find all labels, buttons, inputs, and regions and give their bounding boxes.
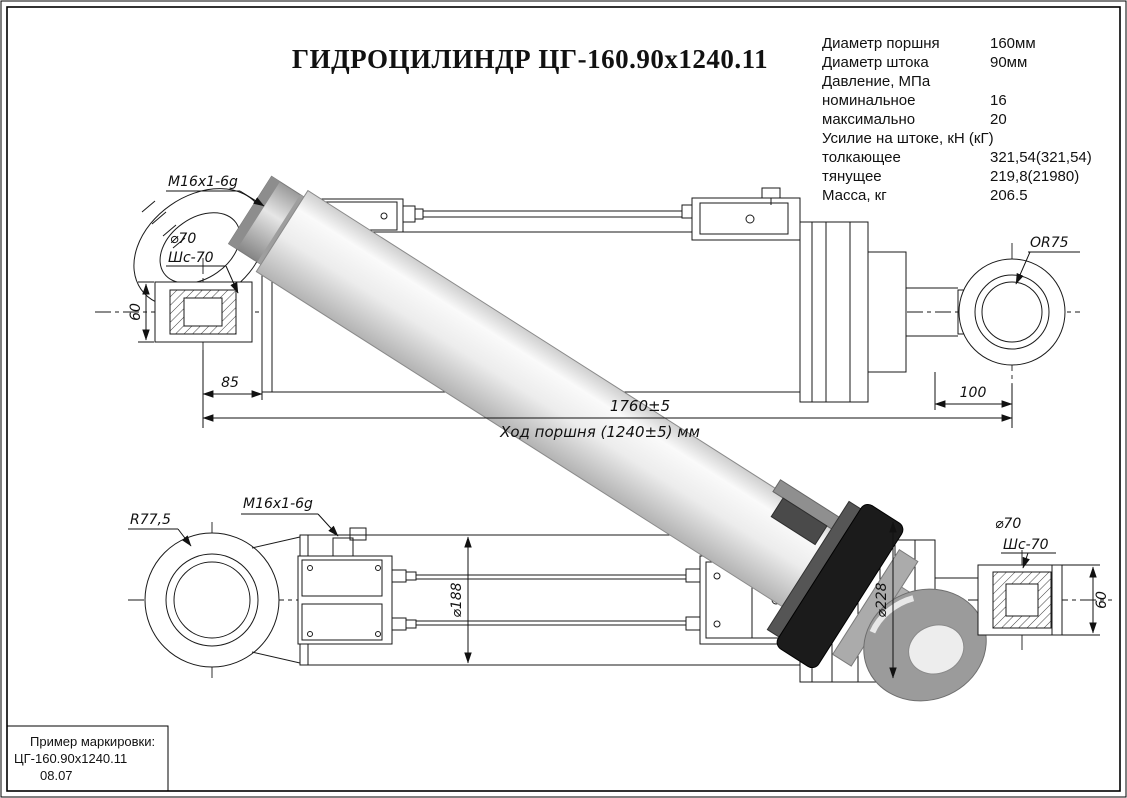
- marking-block: Пример маркировки: ЦГ-160.90х1240.11 08.…: [12, 733, 155, 784]
- head-flange-top: [799, 221, 869, 403]
- spec-row: Давление, МПа: [822, 72, 1082, 91]
- spec-label: Усилие на штоке, кН (кГ): [822, 130, 994, 147]
- spec-label: максимально: [822, 111, 916, 128]
- dim-shs70-bottom: Шс-70: [1003, 537, 1049, 553]
- spec-row: номинальное 16: [822, 91, 1082, 110]
- spec-label: толкающее: [822, 149, 901, 166]
- spec-value: [994, 129, 1082, 148]
- valve-block-left-bottom: [297, 555, 393, 645]
- spec-value: [990, 72, 1082, 91]
- dim-length-total: 1760±5: [610, 397, 670, 415]
- spec-table: Диаметр поршня 160мм Диаметр штока 90мм …: [822, 34, 1092, 205]
- spec-value: 160мм: [990, 35, 1036, 52]
- dim-thread-bottom: M16x1-6g: [243, 496, 313, 512]
- spec-value: 321,54(321,54): [990, 149, 1092, 166]
- rod-end-bottom: [977, 550, 1063, 650]
- spec-label: номинальное: [822, 92, 916, 109]
- dim-dia70-bottom: ⌀70: [995, 516, 1021, 532]
- spec-value: 90мм: [990, 54, 1028, 71]
- spec-label: Масса, кг: [822, 187, 887, 204]
- rear-eye-bottom: [144, 532, 280, 668]
- dim-60-bottom: 60: [1094, 591, 1110, 609]
- spec-label: тянущее: [822, 168, 882, 185]
- dim-85: 85: [221, 375, 239, 391]
- spec-value: 20: [990, 111, 1007, 128]
- dim-100: 100: [960, 385, 987, 401]
- dimensions: 60 ⌀70 Шс-70 M16x1-6g 85 100 1760±5 Ход …: [128, 174, 1110, 679]
- dim-r775: R77,5: [130, 512, 171, 528]
- dim-60-top: 60: [128, 303, 144, 321]
- marking-code: ЦГ-160.90х1240.11: [14, 751, 128, 766]
- spec-row: тянущее 219,8(21980): [822, 167, 1082, 186]
- spec-label: Давление, МПа: [822, 73, 931, 90]
- dim-dia188: ⌀188: [449, 582, 465, 617]
- spec-row: Масса, кг 206.5: [822, 186, 1082, 205]
- dim-r75: OR75: [1030, 235, 1069, 251]
- spec-row: Диаметр штока 90мм: [822, 53, 1082, 72]
- dim-dia70-top: ⌀70: [170, 231, 196, 247]
- dim-thread-top: M16x1-6g: [168, 174, 238, 190]
- spec-value: 16: [990, 92, 1007, 109]
- spec-row: Усилие на штоке, кН (кГ): [822, 129, 1082, 148]
- spec-label: Диаметр штока: [822, 54, 929, 71]
- spec-label: Диаметр поршня: [822, 35, 940, 52]
- render-flange: [776, 503, 904, 669]
- dim-shs70-top: Шс-70: [168, 250, 214, 266]
- marking-date: 08.07: [40, 768, 73, 783]
- drawing-title: ГИДРОЦИЛИНДР ЦГ-160.90х1240.11: [291, 44, 769, 74]
- spec-value: 206.5: [990, 187, 1028, 204]
- marking-caption: Пример маркировки:: [30, 734, 156, 749]
- dim-stroke: Ход поршня (1240±5) мм: [499, 423, 700, 441]
- spec-row: Диаметр поршня 160мм: [822, 34, 1082, 53]
- spec-row: максимально 20: [822, 110, 1082, 129]
- spec-value: 219,8(21980): [990, 168, 1080, 185]
- spec-row: толкающее 321,54(321,54): [822, 148, 1092, 167]
- dim-dia228: ⌀228: [874, 582, 890, 617]
